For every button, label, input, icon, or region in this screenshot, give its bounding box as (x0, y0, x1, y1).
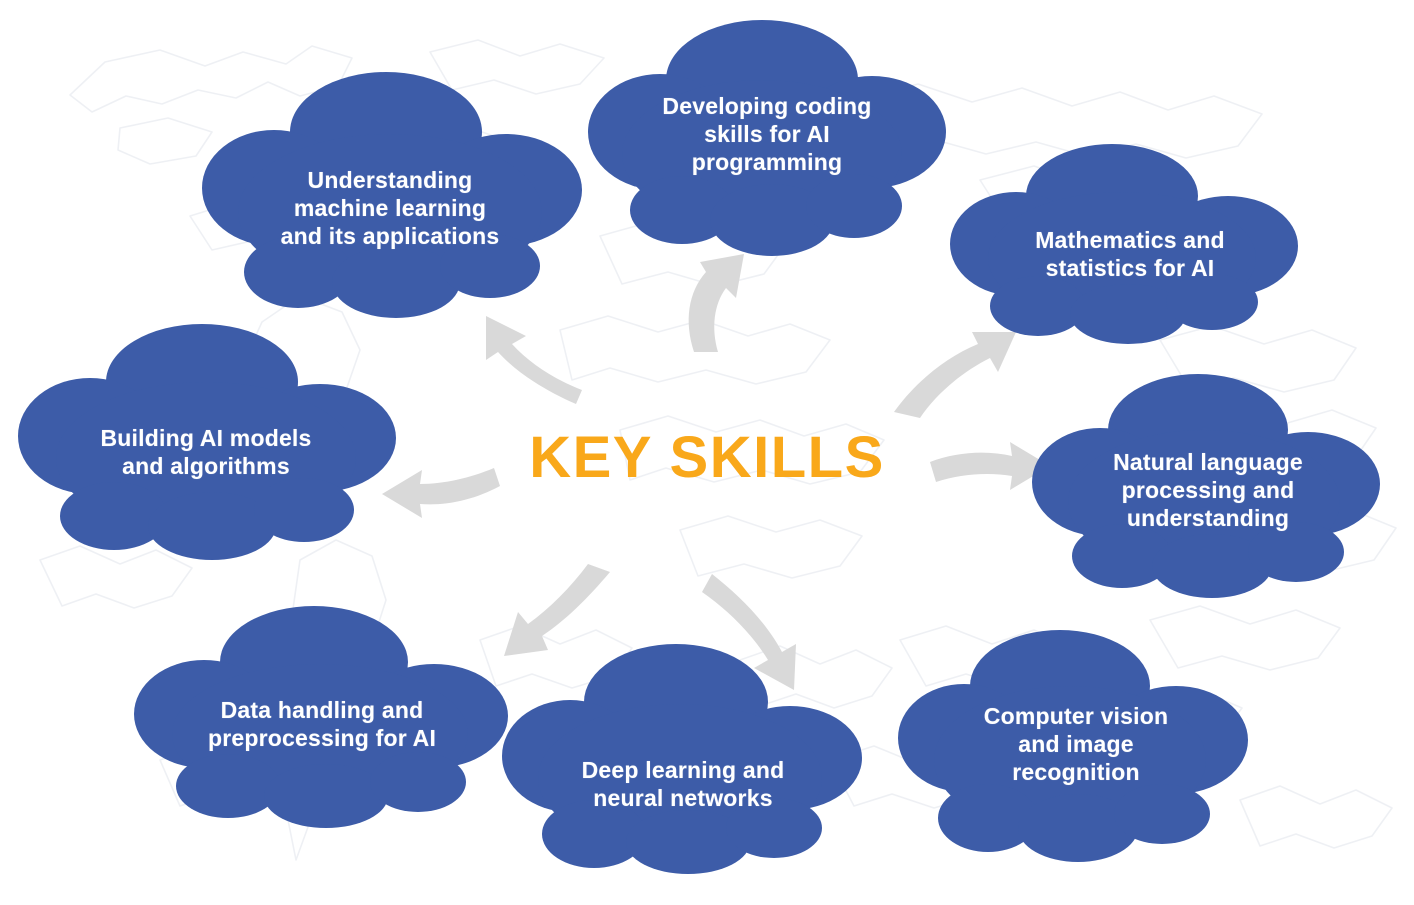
cloud-shape (134, 606, 508, 828)
arrow-to-understanding-machine-learning-icon (486, 316, 582, 404)
cloud-mathematics-statistics[interactable]: Mathematics and statistics for AI (950, 140, 1310, 344)
cloud-shape (950, 144, 1298, 344)
cloud-shape (202, 72, 582, 318)
cloud-label: Data handling and preprocessing for AI (207, 697, 437, 752)
cloud-building-ai-models[interactable]: Building AI models and algorithms (14, 312, 398, 562)
cloud-label: Understanding machine learning and its a… (280, 167, 500, 250)
cloud-shape (18, 324, 396, 560)
cloud-label: Mathematics and statistics for AI (1035, 227, 1225, 282)
cloud-shape (502, 644, 862, 874)
cloud-developing-coding-skills[interactable]: Developing coding skills for AI programm… (586, 14, 948, 256)
arrow-to-mathematics-statistics-icon (894, 332, 1016, 418)
page-title: KEY SKILLS (529, 425, 885, 490)
arrow-to-developing-coding-skills-icon (688, 254, 744, 352)
cloud-label: Computer vision and image recognition (983, 703, 1169, 786)
cloud-deep-learning[interactable]: Deep learning and neural networks (498, 636, 868, 874)
cloud-computer-vision[interactable]: Computer vision and image recognition (898, 620, 1252, 862)
cloud-data-handling[interactable]: Data handling and preprocessing for AI (130, 600, 514, 830)
cloud-label: Deep learning and neural networks (581, 757, 785, 812)
cloud-shape (588, 20, 946, 256)
cloud-label: Developing coding skills for AI programm… (662, 93, 872, 176)
cloud-natural-language-processing[interactable]: Natural language processing and understa… (1032, 368, 1384, 598)
cloud-label: Building AI models and algorithms (100, 425, 312, 480)
cloud-shape (898, 630, 1248, 862)
cloud-understanding-machine-learning[interactable]: Understanding machine learning and its a… (196, 62, 584, 320)
cloud-label: Natural language processing and understa… (1113, 449, 1303, 532)
cloud-shape (1032, 374, 1380, 598)
